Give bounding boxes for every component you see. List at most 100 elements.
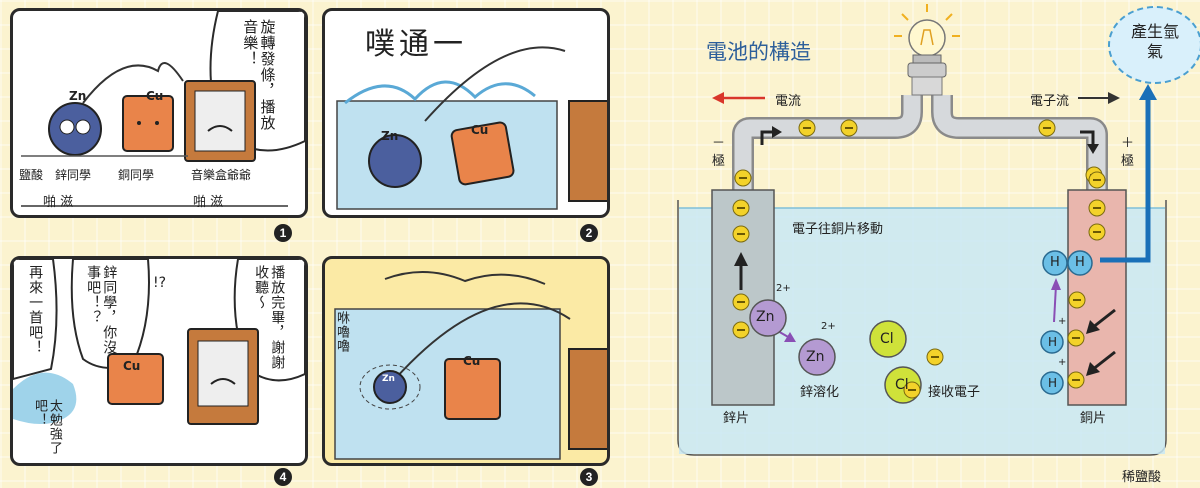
- zinc-dissolve-label: 鋅溶化: [800, 385, 840, 400]
- electron-flow-arrowhead: [1108, 92, 1120, 104]
- cl-label: Cl: [895, 377, 909, 393]
- hydrogen-rise-arrowhead: [1051, 278, 1061, 290]
- speech-zinc: 鋅同學，你沒事吧！？: [85, 265, 118, 355]
- h-atom: [1042, 250, 1068, 276]
- electron-flow-label: 電子流: [1030, 94, 1070, 109]
- h-label: H: [1050, 255, 1060, 270]
- copper-arrowhead: [1086, 320, 1100, 334]
- copper-eye: [155, 121, 159, 125]
- zinc-up-arrowhead: [734, 252, 748, 266]
- zn-dissolved-label: Zn: [806, 349, 825, 365]
- copper-arrow: [1091, 350, 1116, 372]
- zinc-character: [373, 370, 407, 404]
- panel-3-art: [334, 271, 607, 460]
- panel-4-art: [13, 259, 305, 425]
- bulb-holder: [911, 76, 943, 96]
- panel-3-sfx: 咻嚕嚕: [333, 311, 349, 353]
- bulb-socket: [912, 54, 942, 64]
- filament: [920, 29, 934, 46]
- zn-ion-plate: [749, 299, 787, 337]
- zinc-character: [368, 134, 422, 188]
- zinc-label: 鋅同學: [55, 168, 92, 182]
- accept-electron-label: 接收電子: [928, 385, 981, 400]
- h-label: H: [1075, 255, 1085, 270]
- dissolve-arrowhead: [784, 332, 796, 342]
- music-box-face: [194, 90, 246, 152]
- copper-eye: [137, 121, 141, 125]
- speech-bubble-left: [13, 259, 58, 381]
- wire: [424, 46, 566, 122]
- splash: [13, 372, 77, 424]
- tube-arrowhead-right: [1087, 144, 1099, 154]
- h-ion: [1040, 371, 1064, 395]
- grandpa-label: 音樂盒爺爺: [191, 168, 252, 182]
- speech-grandpa: 播放完畢，謝謝收聽～: [253, 265, 286, 370]
- current-arrowhead: [712, 92, 724, 104]
- negative-label: 極: [712, 154, 726, 169]
- h-ion-label: H: [1048, 335, 1058, 349]
- negative-sign: －: [712, 136, 726, 151]
- positive-label: 極: [1121, 154, 1135, 169]
- comic-panel-1: 旋轉發條，播放音樂！ Zn Cu 鹽酸 鋅同學 銅同學 音樂盒爺爺 啪 滋 啪 …: [10, 8, 308, 218]
- zn-label: Zn: [69, 89, 87, 103]
- h-ion-charge: +: [1058, 357, 1067, 368]
- exclaim: !?: [153, 275, 167, 291]
- music-notes-line: [384, 271, 546, 285]
- hydrogen-label: 產生氫氣: [1131, 22, 1180, 61]
- hydrogen-cloud: [1108, 6, 1200, 84]
- panel-2-sfx: 噗通一: [365, 27, 467, 62]
- copper-character: [450, 121, 515, 186]
- mustache: [207, 125, 233, 132]
- panel-1-art: [21, 11, 305, 207]
- swirl: [359, 364, 421, 410]
- hydrogen-rise-arrow: [1053, 284, 1057, 323]
- beaker: [677, 200, 1167, 456]
- copper-plate-label: 銅片: [1080, 411, 1107, 426]
- acid-label: 稀鹽酸: [1122, 470, 1162, 485]
- comic-panel-2: 噗通一 Zn Cu: [322, 8, 610, 218]
- zinc-plate-label: 鋅片: [723, 411, 750, 426]
- zn-label: Zn: [381, 129, 399, 143]
- positive-sign: ＋: [1121, 136, 1135, 151]
- panel-number-3: 3: [580, 468, 598, 486]
- electron-move-label: 電子往銅片移動: [792, 222, 884, 237]
- comic-panel-4: 再來一首吧！ 鋅同學，你沒事吧！？ !? 播放完畢，謝謝收聽～ 太勉強了吧！ C…: [10, 256, 308, 466]
- h-ion: [1040, 330, 1064, 354]
- copper-label: 銅同學: [118, 168, 155, 182]
- cl-ion: [869, 320, 907, 358]
- panel-number-2: 2: [580, 224, 598, 242]
- wire: [82, 62, 184, 104]
- light-bulb: [908, 19, 946, 57]
- splash: [344, 80, 536, 105]
- comic-panel-3: 咻嚕嚕 Zn Cu: [322, 256, 610, 466]
- wire: [394, 302, 571, 380]
- panel-number-4: 4: [274, 468, 292, 486]
- speech-left: 再來一首吧！: [27, 265, 44, 355]
- speech-bottom: 太勉強了吧！: [31, 399, 62, 455]
- zinc-character: [48, 102, 102, 156]
- zinc-eye: [59, 119, 75, 135]
- copper-arrowhead: [1086, 362, 1100, 376]
- music-box-grandpa: [568, 100, 607, 202]
- panel-2-art: [336, 46, 607, 210]
- cu-label: Cu: [146, 89, 164, 103]
- h-ion-label: H: [1048, 376, 1058, 390]
- electrons: [732, 119, 1106, 399]
- copper-character: [122, 95, 174, 152]
- zn-ion-charge: 2+: [776, 283, 791, 294]
- zn-ion-dissolved: [798, 338, 836, 376]
- diagram-title: 電池的構造: [706, 40, 811, 64]
- copper-character: [107, 353, 164, 405]
- copper-character: [444, 358, 501, 420]
- current-label: 電流: [775, 94, 802, 109]
- zinc-eye: [75, 119, 91, 135]
- light-rays: [894, 4, 960, 37]
- h-ion-charge: +: [1058, 316, 1067, 327]
- h-atom: [1067, 250, 1093, 276]
- panel-number-1: 1: [274, 224, 292, 242]
- battery-diagram: [677, 4, 1200, 456]
- cu-label: Cu: [471, 123, 489, 137]
- zn-ion-label: Zn: [756, 309, 775, 325]
- bulb-base: [907, 62, 947, 78]
- copper-arrow: [1091, 308, 1116, 330]
